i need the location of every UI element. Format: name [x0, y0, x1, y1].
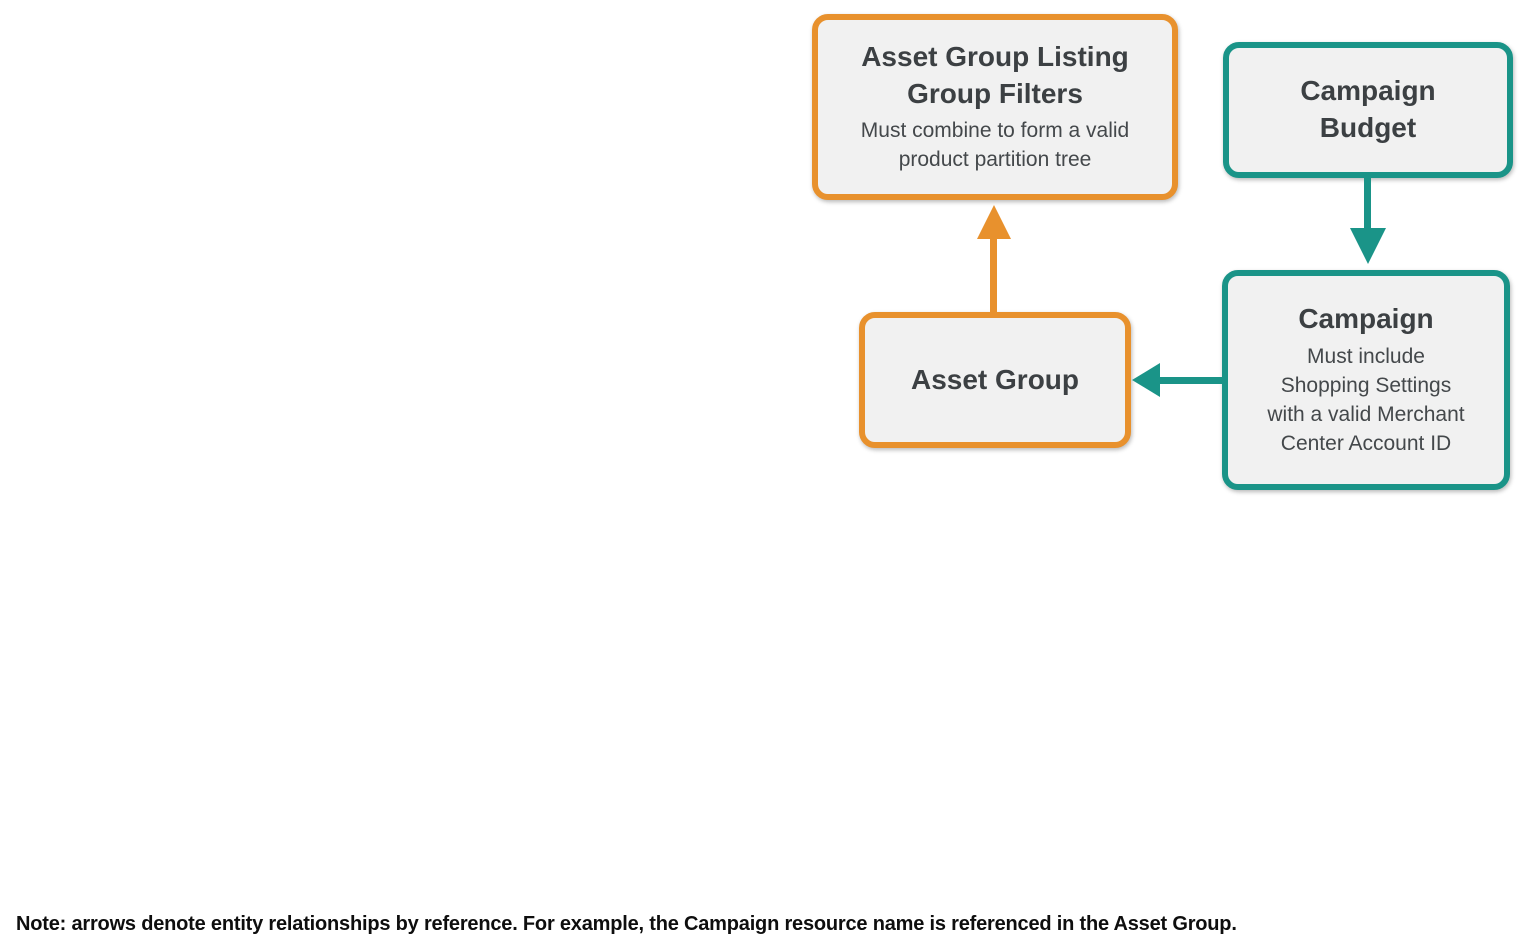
arrow-down-icon	[1350, 228, 1386, 264]
node-subtitle-campaign: Must include Shopping Settings with a va…	[1267, 345, 1465, 455]
note-text: Note: arrows denote entity relationships…	[16, 913, 1237, 935]
arrow-up-icon	[977, 205, 1011, 239]
node-title-asset-group: Asset Group	[910, 363, 1080, 395]
node-title-campaign: Campaign	[1298, 303, 1434, 335]
edge-asset-group-to-listing-filters-shaft	[990, 237, 997, 312]
arrow-left-icon	[1132, 363, 1160, 397]
node-campaign-budget: Campaign Budget	[1223, 42, 1513, 178]
node-title-asset-group-listing-group-filters: Asset Group Listing Group Filters	[861, 40, 1129, 109]
edge-campaign-budget-to-campaign-shaft	[1364, 178, 1371, 230]
node-campaign: Campaign Must include Shopping Settings …	[1222, 270, 1510, 490]
node-title-campaign-budget: Campaign Budget	[1300, 75, 1436, 143]
node-subtitle-asset-group-listing-group-filters: Must combine to form a valid product par…	[860, 119, 1130, 172]
node-asset-group: Asset Group	[859, 312, 1131, 448]
node-asset-group-listing-group-filters: Asset Group Listing Group Filters Must c…	[812, 14, 1178, 200]
edge-campaign-to-asset-group-shaft	[1158, 377, 1224, 384]
